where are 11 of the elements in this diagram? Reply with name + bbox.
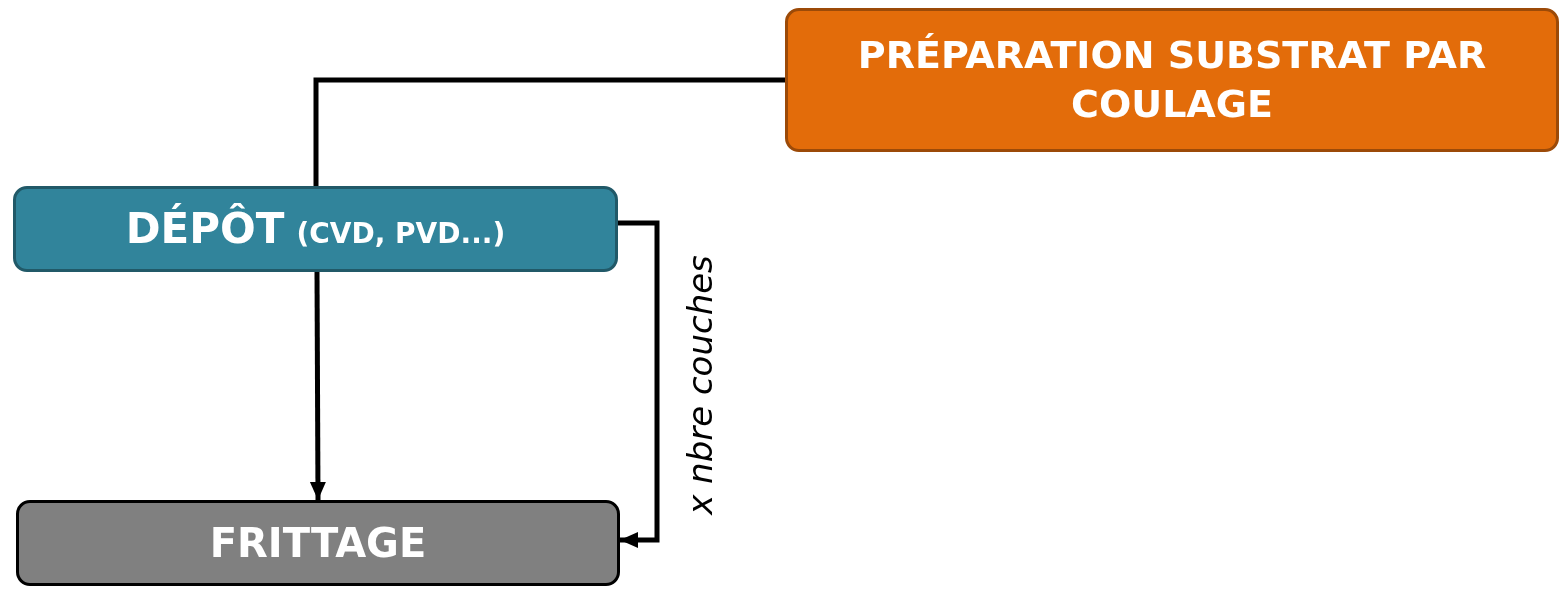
box-title: DÉPÔT: [125, 202, 285, 255]
process-box: [16, 500, 620, 586]
process-box: [13, 186, 618, 272]
edge-label: x nbre couches: [680, 255, 720, 515]
process-box: [785, 8, 1559, 152]
box-subtitle: (CVD, PVD...): [296, 215, 506, 252]
connector-line: [313, 77, 785, 186]
arrow: [309, 272, 326, 500]
arrow: [618, 220, 660, 548]
box-title: FRITTAGE: [209, 519, 427, 568]
box-title: PRÉPARATION SUBSTRAT PAR COULAGE: [856, 31, 1488, 128]
